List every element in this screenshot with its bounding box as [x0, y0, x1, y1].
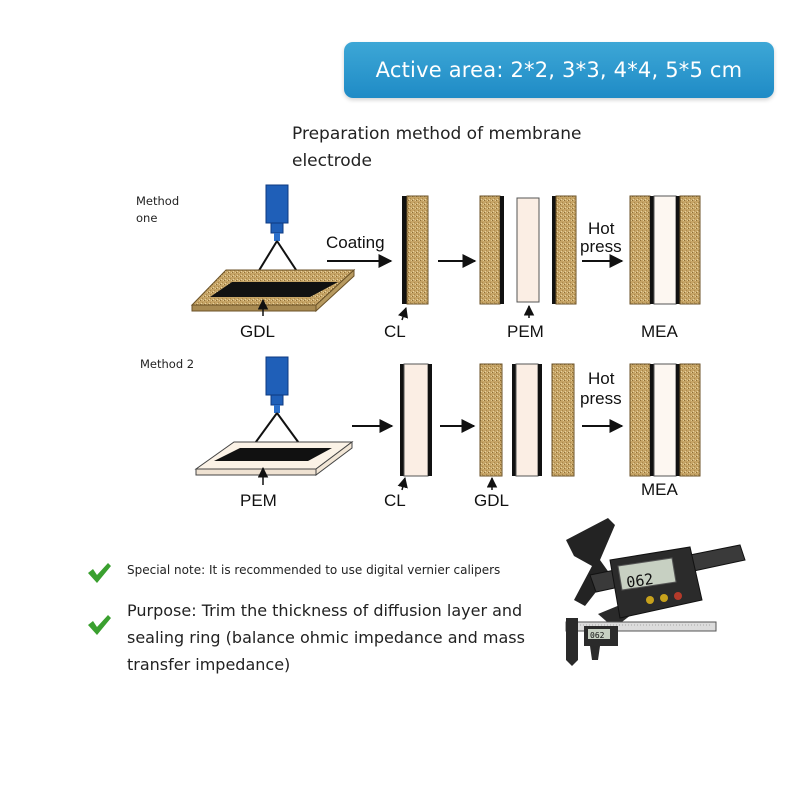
- label-cl-2: CL: [384, 491, 406, 510]
- caliper-reading-small: 062: [590, 631, 605, 640]
- label-mea: MEA: [641, 322, 679, 341]
- arrow-up-icon: [397, 476, 408, 491]
- cl-coated-membrane: [400, 363, 432, 477]
- check-icon: [88, 563, 111, 583]
- special-note: Special note: It is recommended to use d…: [127, 563, 501, 577]
- active-area-text: Active area: 2*2, 3*3, 4*4, 5*5 cm: [375, 58, 743, 82]
- label-gdl-2: GDL: [474, 491, 509, 510]
- method-two-label: Method 2: [140, 357, 195, 371]
- label-mea-2: MEA: [641, 480, 679, 499]
- label-pem-2: PEM: [240, 491, 277, 510]
- step-coating: Coating: [326, 233, 385, 252]
- spray-nozzle-icon: [251, 184, 305, 283]
- check-icon: [88, 615, 111, 635]
- digital-caliper-icon: 062 062: [565, 518, 746, 666]
- purpose-note: Purpose: Trim the thickness of diffusion…: [127, 601, 525, 674]
- arrow-up-icon: [398, 307, 408, 321]
- method-one-label: Method one: [136, 194, 180, 225]
- pem-stack: [479, 195, 577, 305]
- diagram-title: Preparation method of membrane electrode: [292, 124, 582, 171]
- cl-coated-gdl: [402, 195, 429, 305]
- label-pem: PEM: [507, 322, 544, 341]
- active-area-banner: Active area: 2*2, 3*3, 4*4, 5*5 cm: [344, 42, 774, 98]
- mea-assembly: [629, 195, 701, 305]
- label-gdl: GDL: [240, 322, 275, 341]
- caliper-reading: 062: [625, 570, 654, 592]
- gdl-plate: [190, 268, 356, 313]
- mea-assembly-2: [629, 363, 701, 477]
- gdl-stack: [479, 363, 575, 477]
- label-cl: CL: [384, 322, 406, 341]
- pem-plate: [194, 441, 354, 476]
- spray-nozzle-icon: [249, 356, 305, 451]
